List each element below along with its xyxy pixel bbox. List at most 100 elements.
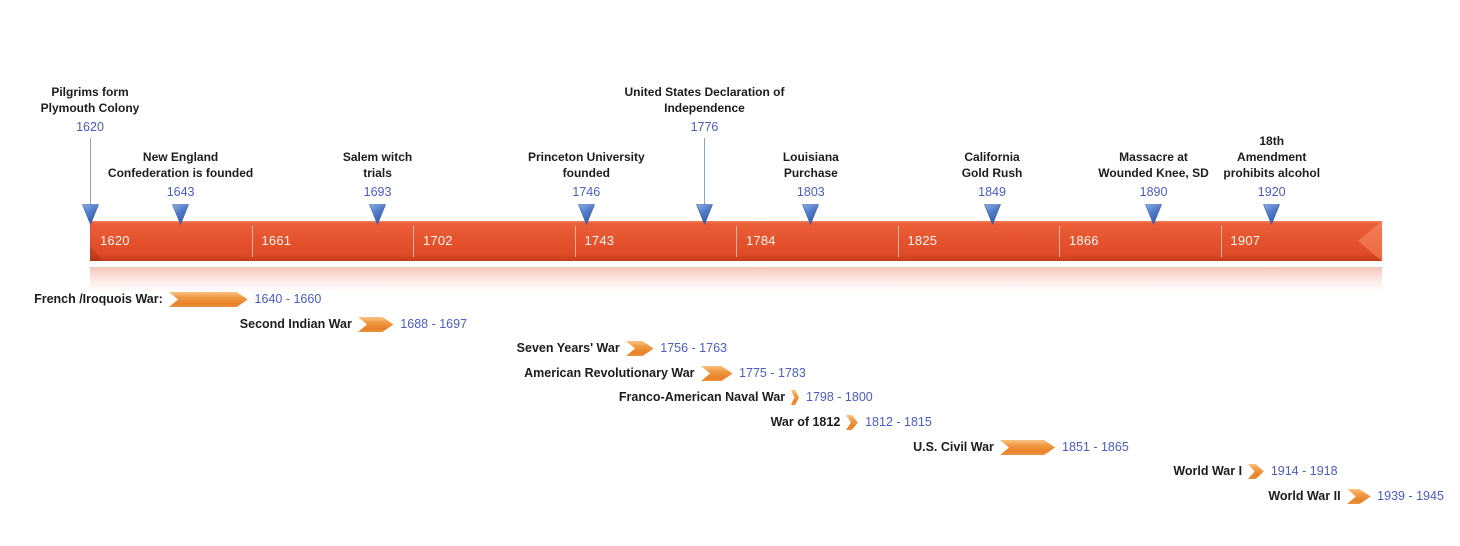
event-title-line: Confederation is founded [107,166,254,180]
bar-segment-divider [574,226,576,257]
event-title-line: Purchase [783,166,838,180]
event-title: United States Declaration of Independence [579,84,829,116]
war-duration-arrow-icon [791,390,800,406]
event-year: 1643 [166,185,195,199]
event-title-line: Amendment [1237,150,1307,164]
war-label: Second Indian War [239,316,352,331]
event-year: 1620 [76,120,104,134]
war-row: Franco-American Naval War 1798 - 1800 [0,389,1460,409]
event-title-line: Independence [664,101,745,115]
event-year: 1693 [363,185,392,199]
war-dates: 1640 - 1660 [254,292,322,306]
war-label: French /Iroquois War: [34,292,163,306]
event-marker-triangle-icon [577,204,595,225]
war-duration-arrow-icon [357,316,394,332]
war-duration-arrow-icon [700,365,733,381]
event-label-block: Princeton University founded 1746 [461,149,711,200]
war-row: American Revolutionary War 1775 - 1783 [0,365,1460,385]
event-title-line: New England [142,150,219,164]
war-label: World War I [1173,464,1243,479]
war-label: Seven Years' War [516,341,620,356]
war-dates: 1756 - 1763 [660,341,727,356]
war-duration-arrow-icon [846,415,859,430]
bar-segment-divider [1059,226,1060,257]
event-title-line: Plymouth Colony [40,101,140,115]
war-duration-arrow-icon [1346,488,1371,504]
event-year: 1803 [796,185,825,199]
event-year: 1746 [572,185,601,199]
bar-segment-divider [897,226,899,257]
event-year: 1890 [1139,185,1168,199]
event-marker-triangle-icon [81,204,99,225]
event-title-line: 18th [1259,134,1285,148]
war-label: World War II [1268,488,1341,503]
event-title-line: Princeton University [527,150,645,164]
event-marker-triangle-icon [802,204,820,225]
war-dates: 1939 - 1945 [1377,488,1444,503]
war-row: U.S. Civil War 1851 - 1865 [0,439,1460,459]
bar-segment-label: 1784 [746,233,776,248]
event-title-line: Wounded Knee, SD [1098,166,1209,180]
war-label: U.S. Civil War [913,439,994,454]
event-title: Princeton University founded [461,149,711,181]
bar-segment-divider [413,226,414,257]
event-title-line: Pilgrims form [51,85,129,99]
war-duration-arrow-icon [168,292,248,307]
event-year: 1920 [1257,185,1286,199]
war-row: World War I 1914 - 1918 [0,463,1460,483]
war-row: War of 1812 1812 - 1815 [0,414,1460,434]
event-marker-triangle-icon [696,204,713,225]
war-dates: 1798 - 1800 [806,390,873,405]
bar-segment-label: 1620 [100,233,130,248]
bar-end-bevel [1358,221,1382,261]
event-title-line: Salem witch [342,150,413,164]
war-row: Second Indian War 1688 - 1697 [0,316,1460,336]
event-label-block: Massacre at Wounded Knee, SD 1890 [1029,149,1279,200]
war-dates: 1812 - 1815 [865,415,932,429]
bar-segment-label: 1743 [584,233,615,248]
war-dates: 1688 - 1697 [400,316,468,331]
war-label: Franco-American Naval War [618,390,786,405]
war-duration-arrow-icon [999,439,1056,455]
event-marker-triangle-icon [983,204,1001,225]
bar-segment-label: 1907 [1230,233,1261,248]
bar-segment-label: 1661 [261,233,292,248]
war-dates: 1851 - 1865 [1062,439,1129,454]
event-title-line: Massacre at [1119,150,1188,164]
event-title-line: United States Declaration of [624,85,785,99]
war-duration-arrow-icon [1248,464,1264,480]
event-label-block: United States Declaration of Independence… [579,84,829,135]
bar-segment-label: 1702 [423,233,453,248]
event-year: 1849 [978,185,1006,199]
war-dates: 1775 - 1783 [739,365,806,380]
war-row: World War II 1939 - 1945 [0,488,1460,508]
war-duration-arrow-icon [625,341,654,357]
bar-segment-divider [251,226,253,257]
bar-segment-label: 1825 [907,233,938,248]
event-marker-triangle-icon [172,204,190,225]
event-marker-triangle-icon [369,204,386,225]
event-year: 1776 [690,120,719,134]
bar-reflection [90,267,1382,293]
war-row: Seven Years' War 1756 - 1763 [0,340,1460,360]
war-label: War of 1812 [770,415,841,429]
war-dates: 1914 - 1918 [1270,464,1338,479]
bar-segment-divider [1220,226,1222,257]
event-title-line: founded [562,166,610,180]
event-marker-triangle-icon [1145,204,1162,225]
event-title-line: California [964,150,1020,164]
event-connector-line [89,138,91,206]
